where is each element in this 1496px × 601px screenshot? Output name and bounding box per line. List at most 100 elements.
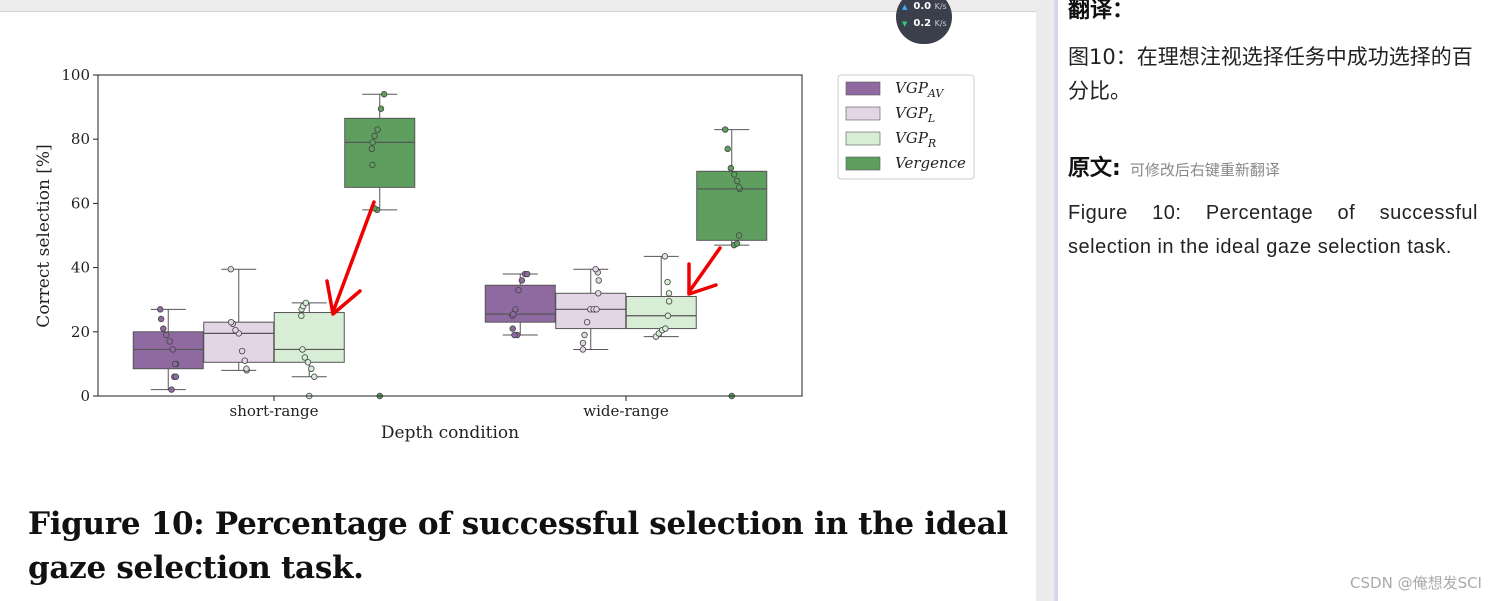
legend-swatch bbox=[845, 106, 881, 121]
vertical-scrollbar[interactable] bbox=[1036, 0, 1054, 601]
data-point bbox=[171, 360, 179, 368]
data-point bbox=[369, 161, 376, 169]
translation-text[interactable]: 图10：在理想注视选择任务中成功选择的百分比。 bbox=[1068, 45, 1473, 103]
document-top-bar bbox=[0, 0, 1036, 12]
data-point bbox=[163, 331, 170, 339]
download-unit: K/s bbox=[934, 19, 947, 28]
legend-label-subscript: L bbox=[927, 112, 935, 125]
data-point bbox=[733, 177, 741, 185]
y-tick-label: 80 bbox=[71, 130, 90, 148]
y-tick-label: 20 bbox=[71, 323, 90, 341]
data-point bbox=[730, 171, 738, 178]
translation-panel: 翻译： 图10：在理想注视选择任务中成功选择的百分比。 原文: 可修改后右键重新… bbox=[1058, 0, 1496, 601]
y-tick-label: 60 bbox=[71, 194, 90, 212]
annotation-arrow-head bbox=[325, 279, 362, 316]
legend-swatch bbox=[845, 156, 881, 171]
download-arrow-icon: ▼ bbox=[902, 20, 908, 28]
box bbox=[696, 170, 768, 241]
data-point bbox=[509, 325, 516, 332]
legend-label: VGPL bbox=[895, 104, 935, 125]
watermark: CSDN @俺想发SCI bbox=[1350, 574, 1482, 592]
data-point bbox=[157, 315, 165, 323]
data-point bbox=[721, 126, 729, 133]
data-point bbox=[238, 347, 246, 355]
data-point bbox=[369, 139, 376, 146]
translation-heading: 翻译： bbox=[1068, 0, 1135, 23]
data-point bbox=[374, 126, 381, 133]
x-axis-label: Depth condition bbox=[381, 423, 519, 443]
legend-label: VGPR bbox=[895, 129, 936, 150]
y-tick-label: 100 bbox=[61, 66, 90, 84]
legend-swatch bbox=[845, 81, 881, 96]
data-point bbox=[661, 253, 669, 260]
data-point bbox=[301, 354, 309, 361]
annotation-arrows bbox=[325, 200, 722, 316]
data-point bbox=[311, 373, 318, 380]
data-point bbox=[727, 164, 735, 172]
data-point bbox=[511, 331, 518, 339]
box bbox=[203, 321, 275, 363]
data-point bbox=[169, 346, 176, 353]
original-text[interactable]: Figure 10: Percentage of successful sele… bbox=[1068, 202, 1478, 258]
data-point bbox=[227, 266, 235, 273]
legend-label-subscript: R bbox=[927, 137, 936, 150]
data-point bbox=[232, 326, 239, 334]
data-point bbox=[304, 359, 312, 366]
data-point bbox=[157, 306, 164, 313]
data-point bbox=[168, 386, 175, 393]
data-point bbox=[371, 132, 378, 140]
data-point bbox=[733, 240, 741, 247]
legend-label: Vergence bbox=[895, 154, 966, 172]
data-point bbox=[583, 318, 591, 326]
legend-swatch bbox=[845, 131, 881, 146]
original-heading-row: 原文: 可修改后右键重新翻译 bbox=[1068, 150, 1280, 182]
x-tick-label: short-range bbox=[230, 402, 319, 420]
data-point bbox=[662, 325, 669, 332]
data-point bbox=[380, 91, 388, 98]
annotation-arrow bbox=[687, 246, 722, 294]
legend-label-subscript: AV bbox=[927, 87, 944, 100]
y-axis-label: Correct selection [%] bbox=[34, 144, 54, 327]
data-point bbox=[581, 331, 588, 339]
data-point bbox=[227, 318, 235, 326]
box-plot-figure: 0 20 40 60 80 100 short-range wide-range Dept… bbox=[34, 66, 975, 443]
legend-label: VGPAV bbox=[895, 79, 944, 100]
upload-unit: K/s bbox=[934, 2, 947, 11]
x-tick-label: wide-range bbox=[583, 402, 669, 420]
data-point bbox=[377, 105, 385, 112]
data-point bbox=[166, 338, 173, 345]
download-speed: 0.2 bbox=[913, 18, 932, 29]
data-point bbox=[595, 277, 602, 284]
box bbox=[132, 331, 204, 370]
y-tick-label: 40 bbox=[71, 259, 90, 277]
data-point bbox=[241, 357, 248, 364]
original-hint: 可修改后右键重新翻译 bbox=[1129, 161, 1280, 179]
data-point bbox=[665, 298, 673, 305]
data-point bbox=[302, 299, 310, 307]
data-point bbox=[243, 365, 250, 372]
box bbox=[625, 295, 697, 330]
chart-legend: VGPAV VGPL VGPR Vergence bbox=[837, 74, 975, 180]
pane-divider[interactable] bbox=[1054, 0, 1058, 601]
data-point bbox=[160, 325, 167, 332]
legend-frame bbox=[837, 74, 975, 180]
data-point bbox=[724, 145, 731, 153]
upload-speed: 0.0 bbox=[913, 1, 932, 12]
network-speed-widget[interactable]: ▲0.0 K/s ▼0.2 K/s bbox=[896, 0, 952, 44]
plot-frame bbox=[97, 74, 803, 397]
data-point bbox=[512, 306, 519, 313]
data-point bbox=[518, 277, 526, 284]
data-point bbox=[592, 266, 599, 273]
data-point bbox=[735, 184, 743, 191]
data-point bbox=[664, 278, 671, 286]
box bbox=[273, 312, 345, 363]
legend-label-main: VGP bbox=[895, 104, 929, 122]
data-point bbox=[299, 346, 306, 353]
y-tick-label: 0 bbox=[80, 387, 90, 405]
data-point bbox=[579, 339, 587, 347]
data-point bbox=[665, 290, 673, 297]
data-point bbox=[368, 145, 375, 153]
legend-label-main: VGP bbox=[895, 79, 929, 97]
data-point bbox=[172, 373, 180, 380]
document-view: 0 20 40 60 80 100 short-range wide-range Dept… bbox=[0, 0, 1036, 586]
